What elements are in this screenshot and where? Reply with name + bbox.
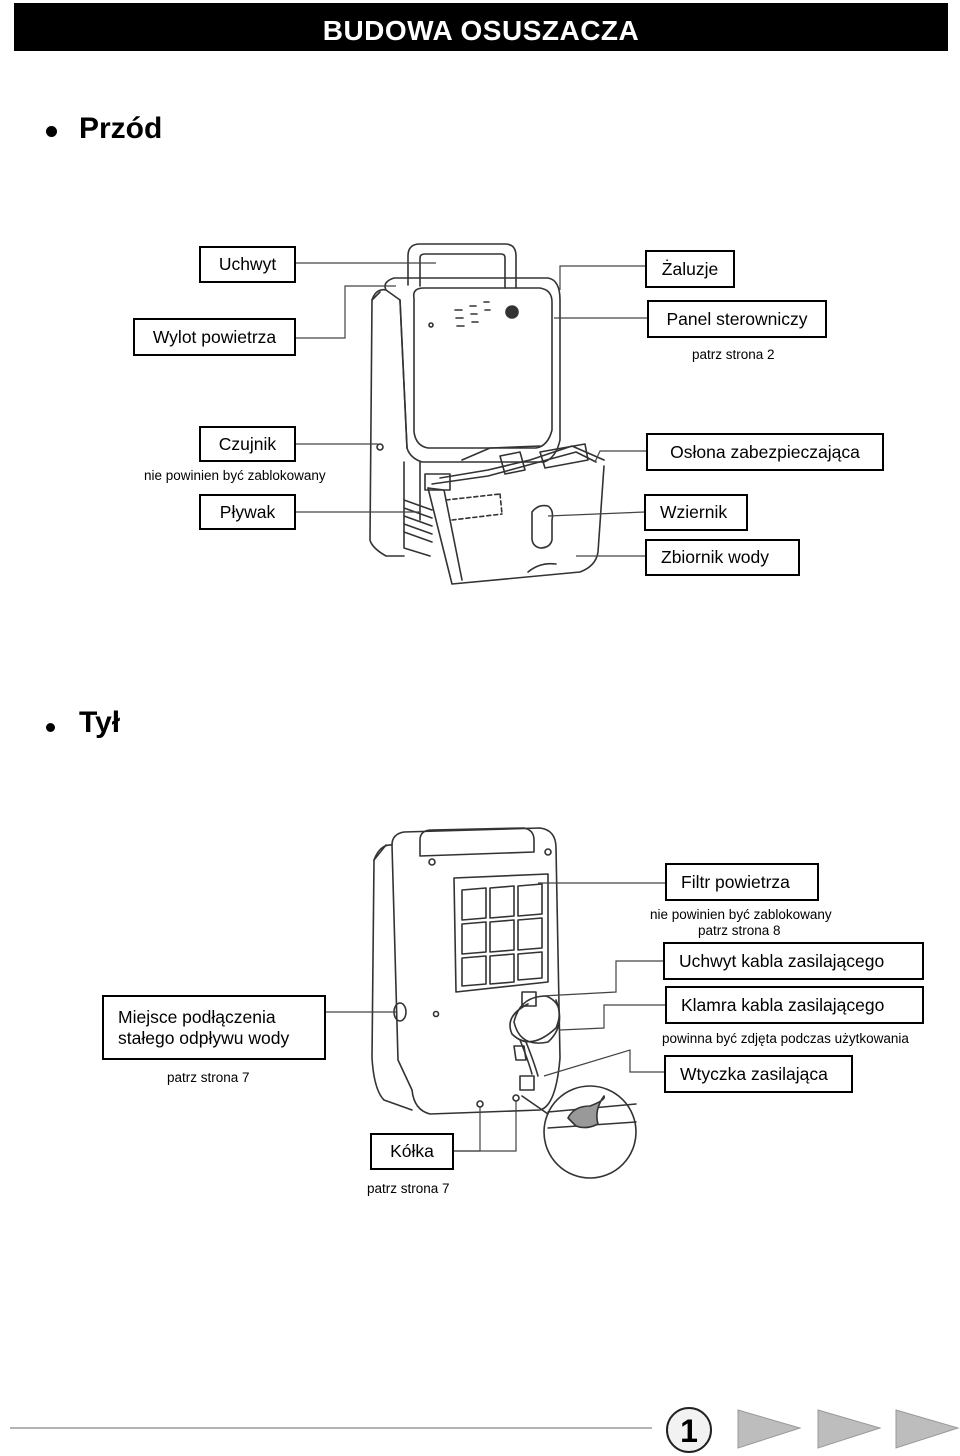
note-drain: patrz strona 7 [167,1070,250,1085]
note-air-filter-2: patrz strona 8 [698,923,781,938]
page-title: BUDOWA OSUSZACZA [14,3,948,51]
page-number: 1 [666,1407,712,1453]
label-cord-clamp: Klamra kabla zasilającego [665,986,924,1024]
label-control-panel: Panel sterowniczy [647,300,827,338]
note-air-filter-1: nie powinien być zablokowany [650,907,832,922]
label-sensor: Czujnik [199,426,296,462]
label-power-plug: Wtyczka zasilająca [664,1055,853,1093]
next-arrow-icon [895,1409,960,1449]
bullet-icon [46,126,57,137]
leader-lines [295,262,666,1152]
label-air-filter: Filtr powietrza [665,863,819,901]
front-heading-text: Przód [79,112,163,145]
note-cord-clamp: powinna być zdjęta podczas użytkowania [662,1031,909,1046]
back-body-shape [371,827,637,1179]
label-drain-connection: Miejsce podłączenia stałego odpływu wody [102,995,326,1060]
footer-decoration [10,1409,960,1449]
note-wheels: patrz strona 7 [367,1181,450,1196]
drain-line-2: stałego odpływu wody [118,1027,290,1048]
label-air-outlet: Wylot powietrza [133,318,296,356]
label-water-tank: Zbiornik wody [645,539,800,576]
front-body-shape [369,277,605,585]
bullet-icon [46,723,55,732]
label-handle: Uchwyt [199,246,296,283]
label-safety-cover: Osłona zabezpieczająca [646,433,884,471]
label-sight-glass: Wziernik [644,494,748,531]
label-float: Pływak [199,494,296,530]
next-arrow-icon [817,1409,882,1449]
front-handle-shape [407,243,517,289]
note-sensor: nie powinien być zablokowany [144,468,326,483]
label-cord-holder: Uchwyt kabla zasilającego [663,942,924,980]
label-wheels: Kółka [370,1133,454,1170]
next-arrow-icon [737,1409,802,1449]
back-heading-text: Tył [79,706,121,739]
drain-line-1: Miejsce podłączenia [118,1006,276,1027]
label-louvers: Żaluzje [645,250,735,288]
note-control-panel: patrz strona 2 [692,347,775,362]
